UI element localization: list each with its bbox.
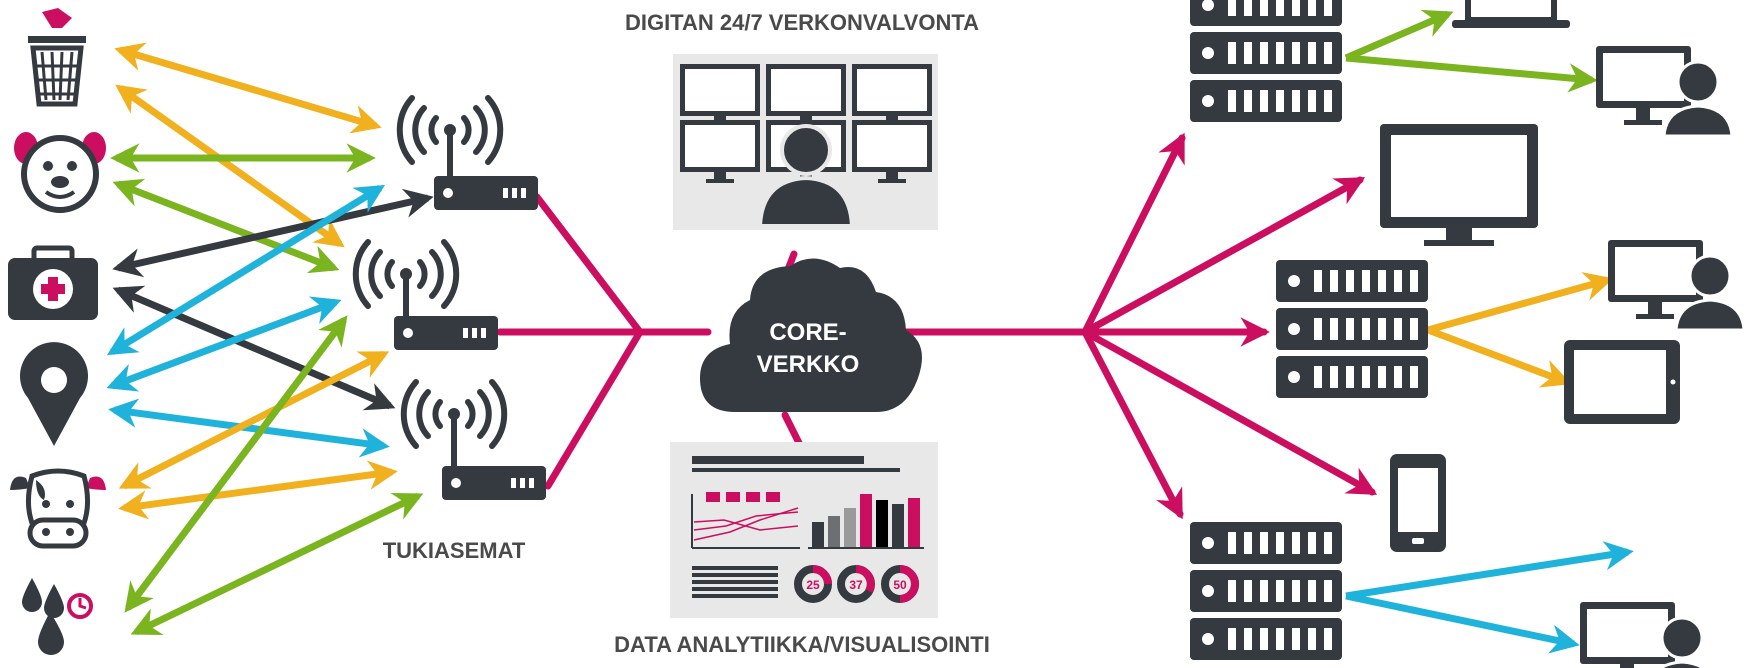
line-chart-icon [691, 492, 800, 549]
trash-bin-icon [28, 8, 86, 107]
server-icon [1190, 0, 1342, 122]
text-lines-icon [692, 566, 778, 598]
dog-icon [14, 132, 106, 213]
endpoint-links [1344, 9, 1634, 654]
server-icon [1190, 522, 1342, 660]
water-drops-icon [22, 578, 93, 655]
laptop-icon [1452, 0, 1570, 28]
cloud-label-line2: VERKKO [757, 351, 860, 378]
sensor-links [106, 42, 434, 636]
operator-icon [757, 124, 855, 228]
gauge-value: 37 [849, 578, 863, 592]
link-orange [115, 84, 345, 248]
tablet-icon [1564, 340, 1680, 424]
phone-icon [1390, 454, 1446, 552]
link-green [130, 492, 424, 636]
core-network-cloud: CORE- VERKKO [700, 258, 922, 412]
link-cyan [108, 398, 390, 458]
base-station [404, 382, 546, 500]
gauge-icon: 37 [837, 565, 875, 603]
desktop-user-icon [1606, 238, 1746, 332]
analytics-title: DATA ANALYTIIKKA/VISUALISOINTI [614, 632, 990, 657]
gauge-icon: 25 [794, 565, 832, 603]
analytics-panel: 25 37 50 [670, 442, 938, 618]
first-aid-kit-icon [8, 245, 98, 320]
cow-icon [10, 468, 106, 549]
monitor-icon [1380, 124, 1538, 246]
link-dark [112, 285, 396, 411]
gauge-icon: 50 [881, 565, 919, 603]
base-stations-label: TUKIASEMAT [383, 538, 526, 563]
monitoring-panel [673, 54, 938, 230]
gauge-value: 50 [893, 578, 907, 592]
link-orange [118, 460, 398, 520]
location-pin-icon [20, 342, 89, 446]
server-icon [1276, 260, 1428, 398]
base-station [356, 242, 498, 350]
monitoring-title: DIGITAN 24/7 VERKONVALVONTA [625, 10, 979, 35]
cloud-label-line1: CORE- [769, 319, 846, 346]
desktop-user-icon [1594, 44, 1734, 138]
gauge-value: 25 [806, 578, 820, 592]
bar-chart-icon [808, 494, 924, 549]
desktop-user-icon [1578, 600, 1718, 668]
base-station [400, 98, 538, 210]
